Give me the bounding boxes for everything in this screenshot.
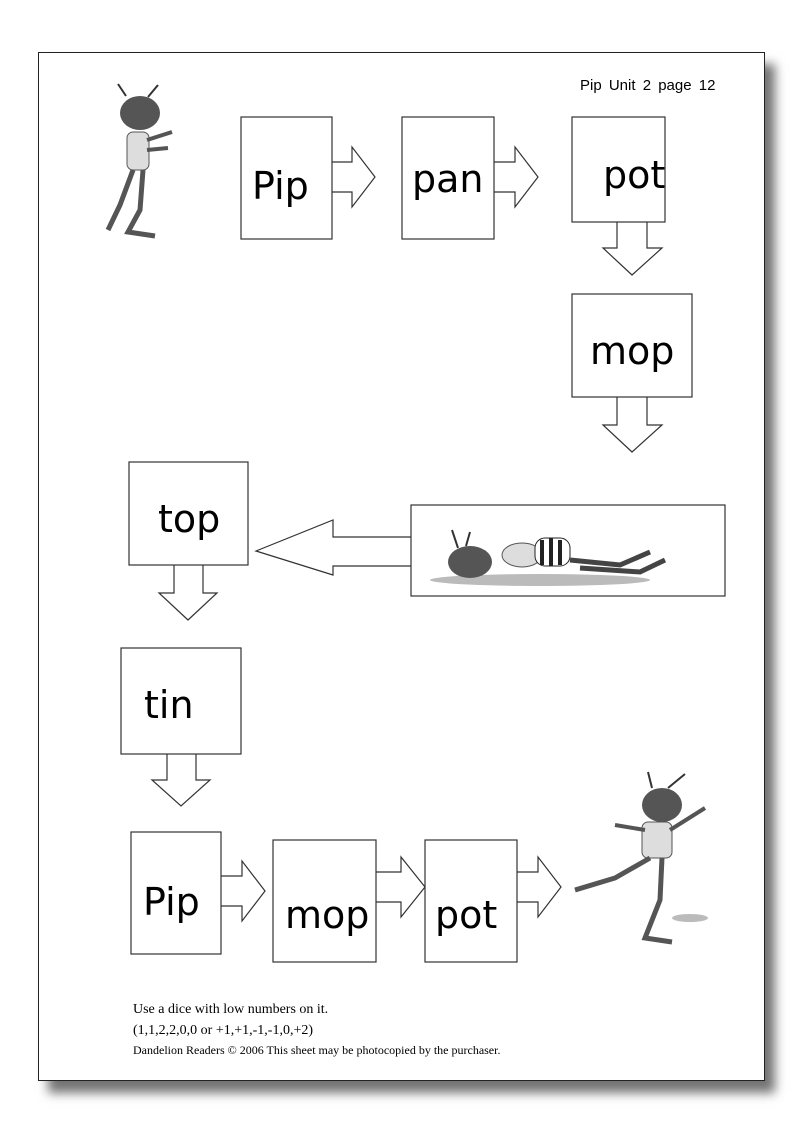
down-arrow — [601, 397, 664, 453]
word-tin: tin — [144, 683, 194, 727]
square-pip — [240, 116, 333, 240]
right-arrow — [376, 855, 426, 919]
ant-dancing-illustration — [574, 771, 708, 945]
dice-instruction: Use a dice with low numbers on it. — [133, 1002, 329, 1017]
square-top — [128, 461, 249, 566]
word-pot: pot — [603, 153, 665, 197]
square-pan — [401, 116, 495, 240]
word-pot-end: pot — [435, 893, 497, 937]
page-header: Pip Unit 2 page 12 — [580, 77, 716, 94]
right-arrow — [517, 855, 562, 919]
right-arrow — [494, 145, 539, 209]
down-arrow — [150, 754, 212, 807]
word-mop: mop — [590, 329, 674, 373]
left-arrow — [254, 519, 411, 576]
square-mop — [571, 293, 693, 398]
right-arrow — [332, 145, 376, 209]
dice-values: (1,1,2,2,0,0 or +1,+1,-1,-1,0,+2) — [133, 1023, 313, 1038]
word-top: top — [158, 497, 220, 541]
square-pip-end — [130, 831, 222, 955]
ant-sleeping-illustration — [430, 529, 667, 586]
word-mop-end: mop — [285, 893, 369, 937]
word-pip-end: Pip — [143, 880, 200, 924]
copyright-notice: Dandelion Readers © 2006 This sheet may … — [133, 1043, 501, 1057]
square-pot — [571, 116, 666, 223]
down-arrow — [157, 565, 219, 621]
square-tin — [120, 647, 242, 755]
word-pip: Pip — [252, 164, 309, 208]
right-arrow — [221, 859, 266, 923]
down-arrow — [601, 222, 664, 276]
square-mop-end — [272, 839, 377, 963]
word-pan: pan — [412, 157, 484, 201]
ant-standing-illustration — [105, 83, 173, 239]
square-pot-end — [424, 839, 518, 963]
